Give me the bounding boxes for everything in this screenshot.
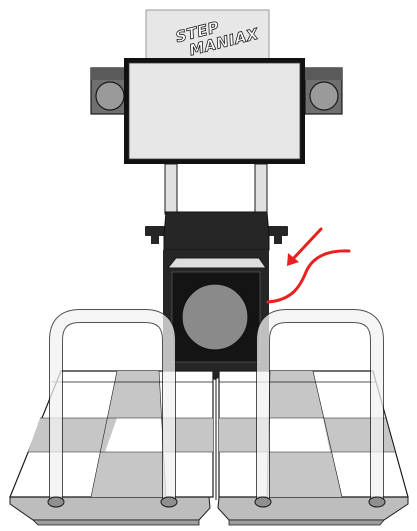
left-stage	[9, 370, 214, 498]
dance-stage	[9, 370, 409, 526]
control-console	[145, 211, 288, 251]
left-speaker	[90, 67, 129, 115]
monitor-screen	[128, 62, 301, 160]
monitor	[124, 58, 305, 164]
right-safety-bar	[256, 309, 384, 500]
red-arrow-icon	[287, 227, 323, 266]
support-poles	[164, 163, 268, 215]
red-cable	[266, 249, 351, 304]
subwoofer-cabinet	[163, 250, 269, 380]
left-speaker-cone	[95, 81, 125, 111]
marquee: STEP MANIAX	[145, 9, 270, 63]
right-speaker	[304, 67, 343, 115]
right-speaker-cone	[309, 81, 339, 111]
left-safety-bar	[49, 309, 176, 500]
bar-feet	[47, 496, 386, 508]
subwoofer-cone	[181, 283, 249, 351]
